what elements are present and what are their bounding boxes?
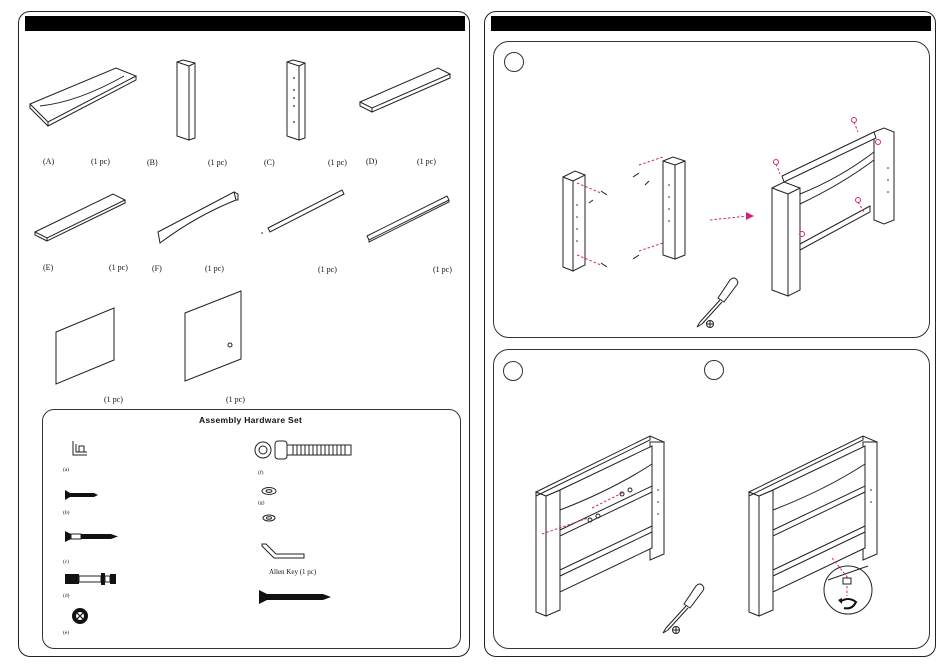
part-c-side-panel-icon — [285, 60, 309, 142]
hardware-label-c: (c) — [63, 559, 69, 565]
part-b-letter: (B) — [147, 158, 158, 167]
part-d-qty: (1 pc) — [417, 157, 436, 166]
short-screw-icon — [64, 489, 100, 501]
hardware-set-title: Assembly Hardware Set — [199, 415, 302, 425]
part-a-qty: (1 pc) — [91, 157, 110, 166]
hardware-label-a: (a) — [63, 467, 69, 473]
part-c-qty: (1 pc) — [328, 158, 347, 167]
step-1-frame-illustration — [770, 118, 898, 298]
part-a-letter: (A) — [43, 157, 54, 166]
step-3-number-circle — [704, 360, 724, 380]
part-i-back-panel-icon — [54, 306, 118, 386]
step-2-number-circle — [503, 361, 523, 381]
wood-screw-icon — [257, 589, 333, 605]
step-2-shelf-illustration — [532, 430, 672, 620]
cam-lock-detail-icon — [822, 556, 874, 618]
part-d-shelf-icon — [358, 66, 453, 114]
hardware-label-g: (g) — [258, 500, 264, 506]
part-g-rail-icon — [260, 188, 346, 238]
hardware-label-allen-key: Allen Key (1 pc) — [269, 568, 316, 576]
long-screw-icon — [64, 530, 120, 543]
part-i-qty: (1 pc) — [104, 395, 123, 404]
part-e-shelf-icon — [33, 190, 128, 242]
step-2-screwdriver-icon — [656, 582, 706, 636]
step-1-number-circle — [504, 52, 524, 72]
parts-header-bar — [25, 16, 465, 31]
hardware-label-d: (d) — [63, 593, 69, 599]
step-1-arrow-icon — [708, 210, 756, 226]
instructions-header-bar — [491, 16, 931, 31]
part-e-letter: (E) — [43, 263, 53, 272]
part-b-qty: (1 pc) — [208, 158, 227, 167]
allen-key-icon — [258, 542, 308, 562]
hardware-label-f: (f) — [258, 470, 264, 476]
part-f-letter: (F) — [152, 264, 162, 273]
part-e-qty: (1 pc) — [109, 263, 128, 272]
part-f-qty: (1 pc) — [205, 264, 224, 273]
part-b-side-panel-icon — [175, 60, 199, 142]
phillips-screwdriver-icon — [690, 276, 740, 330]
part-c-letter: (C) — [264, 158, 275, 167]
hardware-label-b: (b) — [63, 510, 69, 516]
bolt-washer-icon — [253, 438, 357, 462]
hardware-label-e: (e) — [63, 630, 69, 636]
part-h-qty: (1 pc) — [433, 265, 452, 274]
l-bracket-icon — [70, 440, 90, 458]
part-f-curved-rail-icon — [156, 188, 241, 246]
part-j-qty: (1 pc) — [226, 395, 245, 404]
step-1-side-panels-illustration — [555, 155, 695, 275]
hardware-set-box — [42, 409, 461, 649]
part-h-rail-icon — [363, 192, 453, 244]
part-g-qty: (1 pc) — [318, 265, 337, 274]
cam-bolt-icon — [64, 571, 120, 587]
part-d-letter: (D) — [366, 157, 377, 166]
part-a-top-panel-icon — [28, 62, 140, 132]
cam-lock-icon — [70, 606, 90, 626]
part-j-back-panel-icon — [183, 289, 245, 383]
